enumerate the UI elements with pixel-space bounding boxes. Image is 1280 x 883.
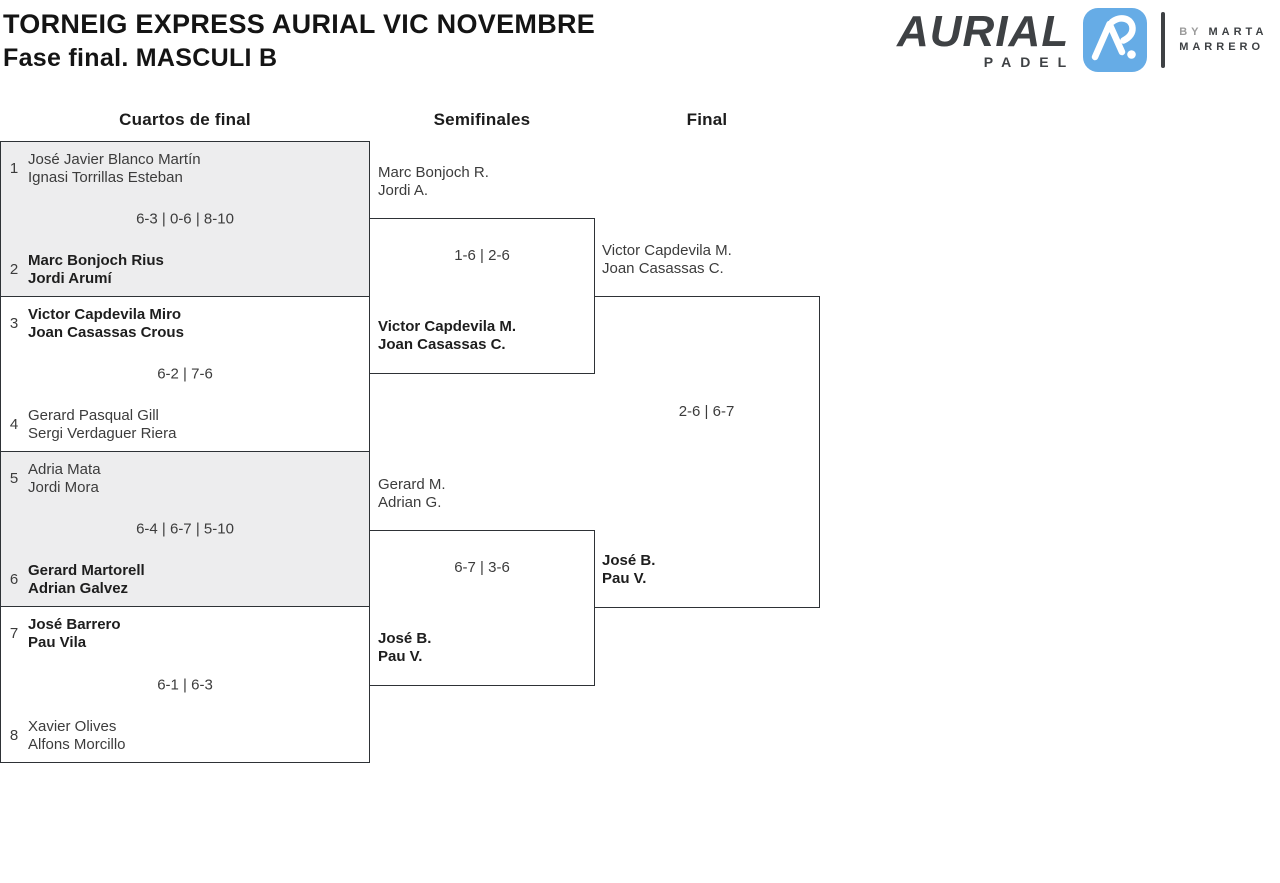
logo-divider [1161,12,1166,68]
match-score: 6-2 | 7-6 [157,365,213,383]
player-name: Gerard M. [378,476,446,493]
team-names: Xavier Olives Alfons Morcillo [28,718,126,753]
match-score: 6-3 | 0-6 | 8-10 [136,210,234,228]
column-header-semifinals: Semifinales [433,110,531,129]
team-names: José Javier Blanco Martín Ignasi Torrill… [28,151,201,186]
player-name: José Barrero [28,616,121,633]
seed-number: 7 [9,625,19,642]
team-names: Gerard Martorell Adrian Galvez [28,562,145,597]
team-names: José Barrero Pau Vila [28,616,121,651]
player-name: Xavier Olives [28,718,117,735]
seed-number: 4 [9,416,19,433]
seed-number: 5 [9,470,19,487]
team-names: Adria Mata Jordi Mora [28,461,101,496]
team-names: José B. Pau V. [378,630,431,665]
player-name: Pau V. [602,569,647,587]
team-names: Victor Capdevila M. Joan Casassas C. [378,318,516,353]
quarterfinal-match-4: 7 José Barrero Pau Vila 6-1 | 6-3 8 Xavi… [1,607,369,762]
player-name: Jordi Arumí [28,269,112,287]
player-name: Marc Bonjoch R. [378,164,489,181]
player-name: Joan Casassas C. [378,335,506,353]
page-title: TORNEIG EXPRESS AURIAL VIC NOVEMBRE [3,9,596,39]
team-names: Gerard Pasqual Gill Sergi Verdaguer Rier… [28,407,176,442]
team-names: Victor Capdevila M. Joan Casassas C. [602,242,732,277]
match-score: 2-6 | 6-7 [678,403,735,420]
logo-by-name-line2: MARRERO [1179,41,1265,53]
aurial-monogram-icon [1083,8,1148,72]
player-name: Jordi Mora [28,478,99,496]
player-name: Ignasi Torrillas Esteban [28,168,183,186]
player-name: Adria Mata [28,461,101,478]
player-name: Victor Capdevila M. [602,242,732,259]
aurial-padel-logo: AURIAL PADEL BY MARTA MARRERO [897,8,1267,72]
player-name: Gerard Martorell [28,562,145,579]
player-name: Pau V. [378,647,423,665]
logo-by-name-line1: MARTA [1208,26,1268,38]
match-score: 1-6 | 2-6 [454,247,510,264]
match-score: 6-7 | 3-6 [454,559,510,576]
team-names: Marc Bonjoch Rius Jordi Arumí [28,252,164,287]
player-name: José B. [602,552,656,569]
quarterfinal-match-1: 1 José Javier Blanco Martín Ignasi Torri… [1,142,369,297]
seed-number: 8 [9,727,19,744]
team-names: Marc Bonjoch R. Jordi A. [378,164,489,199]
column-header-final: Final [686,110,728,129]
quarterfinals-bracket: 1 José Javier Blanco Martín Ignasi Torri… [0,141,370,763]
player-name: José B. [378,630,432,647]
player-name: Marc Bonjoch Rius [28,252,164,269]
player-name: Joan Casassas C. [602,259,724,277]
logo-text-column: AURIAL PADEL [897,6,1070,70]
quarterfinal-match-2: 3 Victor Capdevila Miro Joan Casassas Cr… [1,297,369,452]
player-name: Pau Vila [28,633,87,651]
seed-number: 3 [9,315,19,332]
seed-number: 6 [9,571,19,588]
match-score: 6-1 | 6-3 [157,676,213,693]
player-name: Gerard Pasqual Gill [28,407,159,424]
semifinal-match-1: Marc Bonjoch R. Jordi A. 1-6 | 2-6 Victo… [369,164,595,374]
semifinal-match-2: Gerard M. Adrian G. 6-7 | 3-6 José B. Pa… [369,476,595,686]
team-names: Victor Capdevila Miro Joan Casassas Crou… [28,306,184,341]
logo-byline: BY MARTA MARRERO [1179,25,1267,55]
logo-by-prefix: BY [1179,26,1203,38]
quarterfinal-match-3: 5 Adria Mata Jordi Mora 6-4 | 6-7 | 5-10… [1,452,369,607]
column-header-quarterfinals: Cuartos de final [119,110,251,129]
player-name: Victor Capdevila Miro [28,306,182,323]
player-name: Jordi A. [378,181,429,199]
player-name: Joan Casassas Crous [28,323,184,341]
player-name: José Javier Blanco Martín [28,151,201,168]
page-subtitle: Fase final. MASCULI B [3,44,278,72]
team-names: Gerard M. Adrian G. [378,476,446,511]
final-match: Victor Capdevila M. Joan Casassas C. 2-6… [594,242,820,608]
logo-padel-text: PADEL [983,53,1076,70]
seed-number: 2 [9,261,19,278]
seed-number: 1 [9,160,19,177]
player-name: Victor Capdevila M. [378,318,517,335]
logo-brand-text: AURIAL [897,6,1070,56]
team-names: José B. Pau V. [602,552,655,587]
match-score: 6-4 | 6-7 | 5-10 [136,520,234,538]
player-name: Alfons Morcillo [28,735,126,753]
player-name: Adrian Galvez [28,579,129,597]
player-name: Adrian G. [378,493,442,511]
player-name: Sergi Verdaguer Riera [28,424,177,442]
